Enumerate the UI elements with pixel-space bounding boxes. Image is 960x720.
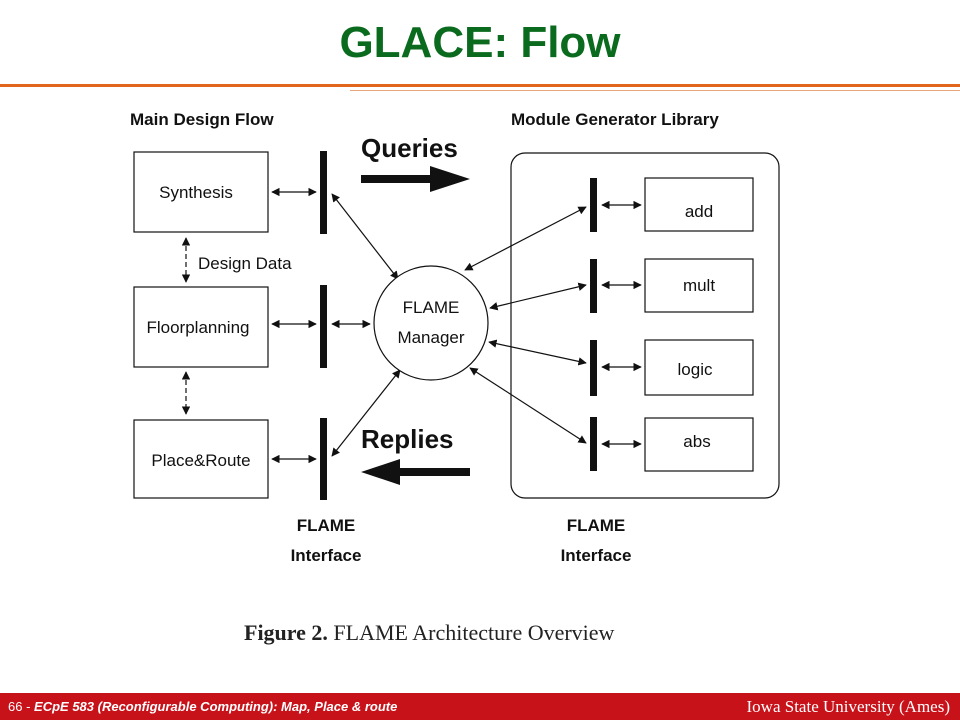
footer-bar: 66 - ECpE 583 (Reconfigurable Computing)… — [0, 693, 960, 720]
footer-institution: Iowa State University (Ames) — [746, 697, 950, 716]
right-interface-bar-logic — [590, 340, 597, 396]
module-label-add: add — [685, 202, 713, 221]
module-box-add — [644, 177, 754, 232]
module-label-abs: abs — [683, 432, 710, 451]
manager-synthesis-link — [331, 193, 399, 280]
right-interface-bar-add — [590, 178, 597, 232]
floorplanning-box — [133, 286, 269, 368]
manager-logic-link — [488, 339, 587, 366]
left-interface-bar-place-route — [320, 418, 327, 500]
left-interface-bar-floorplanning — [320, 285, 327, 368]
manager-place-route-link — [331, 369, 401, 457]
title-divider — [0, 84, 960, 87]
flame-manager-circle — [373, 265, 489, 381]
figure-caption-number: Figure 2. — [244, 620, 328, 645]
footer-course-title: ECpE 583 (Reconfigurable Computing): Map… — [34, 699, 398, 714]
manager-abs-link — [469, 367, 587, 444]
right-interface-bar-abs — [590, 417, 597, 471]
footer-course-info: 66 - ECpE 583 (Reconfigurable Computing)… — [8, 699, 397, 714]
manager-add-link — [464, 206, 587, 271]
module-box-logic — [644, 339, 754, 396]
left-interface-bar-synthesis — [320, 151, 327, 234]
slide-title: GLACE: Flow — [339, 18, 621, 67]
module-box-abs — [644, 417, 754, 472]
place-and-route-box — [133, 419, 269, 499]
module-generator-library-heading: Module Generator Library — [511, 110, 719, 129]
footer-slide-number: 66 - — [8, 699, 31, 714]
left-interface-label-line2: Interface — [291, 546, 362, 565]
manager-label-line1: FLAME — [403, 298, 460, 317]
queries-label: Queries — [361, 133, 458, 163]
right-interface-label-line1: FLAME — [567, 516, 626, 535]
queries-arrow — [361, 166, 470, 192]
figure-caption: Figure 2. FLAME Architecture Overview — [244, 620, 614, 646]
module-label-logic: logic — [678, 360, 713, 379]
title-divider-thin — [350, 90, 960, 91]
right-interface-bar-mult — [590, 259, 597, 313]
figure-caption-text: FLAME Architecture Overview — [333, 620, 615, 645]
right-interface-label-line2: Interface — [561, 546, 632, 565]
flame-architecture-diagram: Main Design Flow Module Generator Librar… — [130, 110, 780, 565]
main-design-flow-heading: Main Design Flow — [130, 110, 274, 129]
design-data-label: Design Data — [198, 254, 292, 273]
replies-label: Replies — [361, 424, 454, 454]
left-interface-label-line1: FLAME — [297, 516, 356, 535]
synthesis-box — [133, 151, 269, 233]
synthesis-label: Synthesis — [159, 183, 233, 202]
replies-arrow — [361, 459, 470, 485]
module-label-mult: mult — [683, 276, 715, 295]
place-and-route-label: Place&Route — [151, 451, 250, 470]
manager-label-line2: Manager — [397, 328, 464, 347]
manager-mult-link — [489, 282, 587, 311]
module-box-mult — [644, 258, 754, 313]
floorplanning-label: Floorplanning — [146, 318, 249, 337]
